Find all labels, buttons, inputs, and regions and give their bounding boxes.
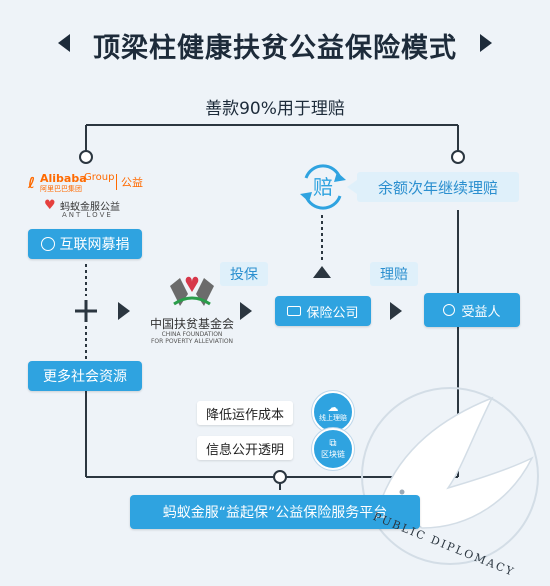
alibaba-icon: ℓ bbox=[28, 174, 36, 192]
donation-ratio-label: 善款90%用于理赔 bbox=[205, 99, 345, 119]
claim-tag: 理赔 bbox=[370, 262, 418, 286]
beneficiary-label: 受益人 bbox=[461, 304, 501, 320]
blocks-icon: ⧉ bbox=[329, 438, 337, 449]
foundation-logo: 中国扶贫基金会 CHINA FOUNDATION FOR POVERTY ALL… bbox=[140, 272, 244, 346]
foundation-en1: CHINA FOUNDATION bbox=[161, 331, 223, 338]
online-claims-label: 线上理赔 bbox=[319, 413, 347, 422]
antlove-cn: 蚂蚁金服公益 bbox=[60, 202, 120, 213]
alibaba-logo: ℓ Alibaba Group 阿里巴巴集团 公益 bbox=[28, 172, 156, 194]
alibaba-sub: 阿里巴巴集团 bbox=[40, 185, 82, 193]
rollover-pointer bbox=[347, 180, 357, 194]
foundation-emblem-icon bbox=[170, 276, 214, 306]
info-transparency-label: 信息公开透明 bbox=[197, 436, 293, 460]
internet-fundraising-button[interactable]: 互联网募捐 bbox=[28, 229, 142, 259]
heart-icon: ♥ bbox=[44, 198, 56, 213]
beneficiary-button[interactable]: 受益人 bbox=[424, 293, 520, 327]
antlove-en: ANT LOVE bbox=[62, 211, 113, 219]
more-resources-button[interactable]: 更多社会资源 bbox=[28, 361, 142, 391]
cloud-icon: ☁ bbox=[327, 400, 339, 414]
user-icon bbox=[443, 304, 456, 316]
internet-fundraising-label: 互联网募捐 bbox=[59, 237, 130, 253]
insurer-button[interactable]: 保险公司 bbox=[275, 296, 371, 326]
title-right-arrow bbox=[480, 34, 492, 52]
foundation-en2: FOR POVERTY ALLEVIATION bbox=[150, 338, 234, 345]
more-resources-label: 更多社会资源 bbox=[43, 369, 127, 385]
antlove-logo: ♥ 蚂蚁金服公益 ANT LOVE bbox=[44, 198, 144, 222]
globe-icon bbox=[40, 237, 55, 251]
alibaba-charity: 公益 bbox=[121, 176, 143, 189]
online-claims-badge: ☁ 线上理赔 bbox=[312, 391, 354, 433]
alibaba-divider bbox=[116, 174, 117, 190]
dove-watermark-icon bbox=[361, 387, 539, 565]
cost-reduction-label: 降低运作成本 bbox=[197, 401, 293, 425]
platform-label: 蚂蚁金服“益起保”公益保险服务平台 bbox=[162, 505, 388, 521]
payout-icon: 赔 bbox=[313, 175, 333, 199]
blockchain-badge: ⧉ 区块链 bbox=[312, 428, 354, 470]
insure-tag: 投保 bbox=[220, 262, 268, 286]
foundation-cn: 中国扶贫基金会 bbox=[149, 317, 234, 331]
insurer-label: 保险公司 bbox=[306, 305, 359, 321]
alibaba-brand: Alibaba bbox=[40, 172, 87, 185]
platform-banner[interactable]: 蚂蚁金服“益起保”公益保险服务平台 bbox=[130, 495, 420, 529]
rollover-label: 余额次年继续理赔 bbox=[357, 172, 519, 202]
blockchain-label: 区块链 bbox=[321, 450, 345, 459]
briefcase-icon bbox=[287, 306, 302, 316]
alibaba-group: Group bbox=[84, 172, 115, 183]
title-left-arrow bbox=[58, 34, 70, 52]
page-title: 顶梁柱健康扶贫公益保险模式 bbox=[93, 33, 457, 64]
